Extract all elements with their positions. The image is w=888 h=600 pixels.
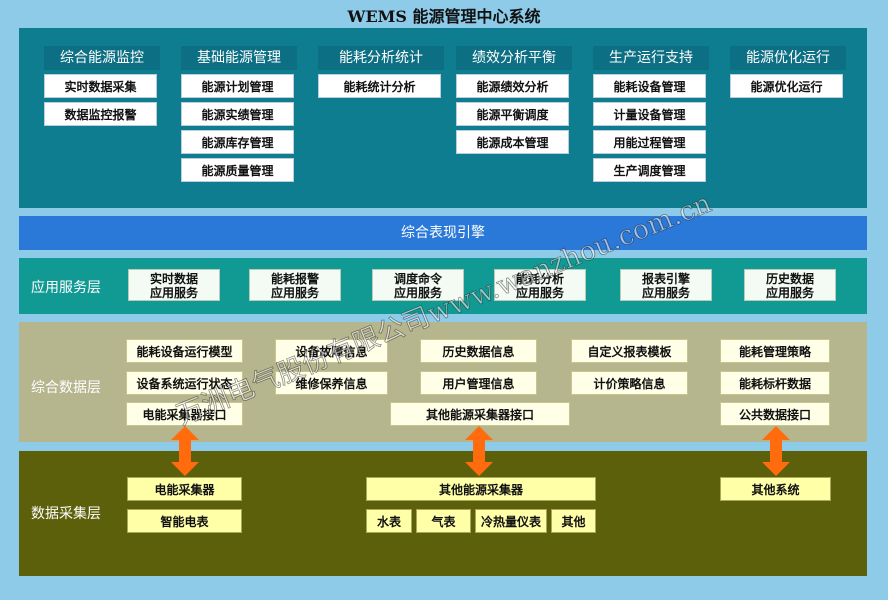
data-item-user-info[interactable]: 用户管理信息	[420, 371, 537, 395]
acq-other-collector[interactable]: 其他能源采集器	[366, 477, 596, 501]
data-layer-label: 综合数据层	[31, 380, 101, 396]
app-service-analysis[interactable]: 能耗分析 应用服务	[494, 269, 586, 301]
module-item[interactable]: 实时数据采集	[44, 74, 157, 98]
app-service-realtime[interactable]: 实时数据 应用服务	[128, 269, 220, 301]
data-item-public-interface[interactable]: 公共数据接口	[720, 402, 830, 426]
acq-layer-label: 数据采集层	[31, 506, 101, 522]
app-service-alarm[interactable]: 能耗报警 应用服务	[249, 269, 341, 301]
data-item-report-template[interactable]: 自定义报表模板	[571, 339, 688, 363]
module-header[interactable]: 能源优化运行	[730, 46, 846, 70]
data-item-pricing-info[interactable]: 计价策略信息	[571, 371, 688, 395]
module-header[interactable]: 能耗分析统计	[318, 46, 444, 70]
app-service-report[interactable]: 报表引擎 应用服务	[620, 269, 712, 301]
acq-heat-meter[interactable]: 冷热量仪表	[475, 509, 547, 533]
page-title: WEMS 能源管理中心系统	[347, 7, 541, 26]
acq-smart-meter[interactable]: 智能电表	[127, 509, 242, 533]
module-item[interactable]: 生产调度管理	[593, 158, 706, 182]
double-arrow-icon	[465, 426, 493, 476]
double-arrow-icon	[171, 426, 199, 476]
data-layer-panel: 综合数据层 能耗设备运行模型 设备系统运行状态 电能采集器接口 设备故障信息 维…	[19, 322, 867, 442]
data-item-power-interface[interactable]: 电能采集器接口	[126, 402, 243, 426]
data-item-device-status[interactable]: 设备系统运行状态	[126, 371, 243, 395]
app-service-dispatch[interactable]: 调度命令 应用服务	[372, 269, 464, 301]
data-item-history-info[interactable]: 历史数据信息	[420, 339, 537, 363]
data-item-device-model[interactable]: 能耗设备运行模型	[126, 339, 243, 363]
engine-bar: 综合表现引擎	[19, 216, 867, 250]
module-item[interactable]: 能源平衡调度	[456, 102, 569, 126]
data-item-mgmt-strategy[interactable]: 能耗管理策略	[720, 339, 830, 363]
data-item-benchmark[interactable]: 能耗标杆数据	[720, 371, 830, 395]
acq-water-meter[interactable]: 水表	[366, 509, 412, 533]
module-item[interactable]: 数据监控报警	[44, 102, 157, 126]
acq-power-collector[interactable]: 电能采集器	[127, 477, 242, 501]
app-service-history[interactable]: 历史数据 应用服务	[744, 269, 836, 301]
engine-bar-label: 综合表现引擎	[401, 225, 485, 241]
module-item[interactable]: 能源质量管理	[181, 158, 294, 182]
top-modules-panel: 综合能源监控实时数据采集数据监控报警 基础能源管理能源计划管理能源实绩管理能源库存…	[19, 28, 867, 208]
module-item[interactable]: 能耗设备管理	[593, 74, 706, 98]
data-item-fault-info[interactable]: 设备故障信息	[275, 339, 388, 363]
app-layer-label: 应用服务层	[31, 280, 101, 296]
acq-layer-panel: 数据采集层 电能采集器 智能电表 其他能源采集器 水表 气表 冷热量仪表 其他 …	[19, 451, 867, 576]
module-item[interactable]: 能源库存管理	[181, 130, 294, 154]
module-item[interactable]: 计量设备管理	[593, 102, 706, 126]
module-item[interactable]: 能源计划管理	[181, 74, 294, 98]
acq-gas-meter[interactable]: 气表	[416, 509, 471, 533]
module-item[interactable]: 能源绩效分析	[456, 74, 569, 98]
module-item[interactable]: 能源优化运行	[730, 74, 843, 98]
module-header[interactable]: 生产运行支持	[593, 46, 709, 70]
module-item[interactable]: 用能过程管理	[593, 130, 706, 154]
module-header[interactable]: 基础能源管理	[181, 46, 297, 70]
module-item[interactable]: 能源实绩管理	[181, 102, 294, 126]
module-header[interactable]: 综合能源监控	[44, 46, 160, 70]
app-layer-panel: 应用服务层 实时数据 应用服务 能耗报警 应用服务 调度命令 应用服务 能耗分析…	[19, 258, 867, 314]
acq-other[interactable]: 其他	[551, 509, 596, 533]
data-item-maintenance-info[interactable]: 维修保养信息	[275, 371, 388, 395]
acq-other-system[interactable]: 其他系统	[720, 477, 831, 501]
module-item[interactable]: 能耗统计分析	[318, 74, 441, 98]
data-item-other-interface[interactable]: 其他能源采集器接口	[390, 402, 570, 426]
double-arrow-icon	[762, 426, 790, 476]
module-header[interactable]: 绩效分析平衡	[456, 46, 572, 70]
module-item[interactable]: 能源成本管理	[456, 130, 569, 154]
